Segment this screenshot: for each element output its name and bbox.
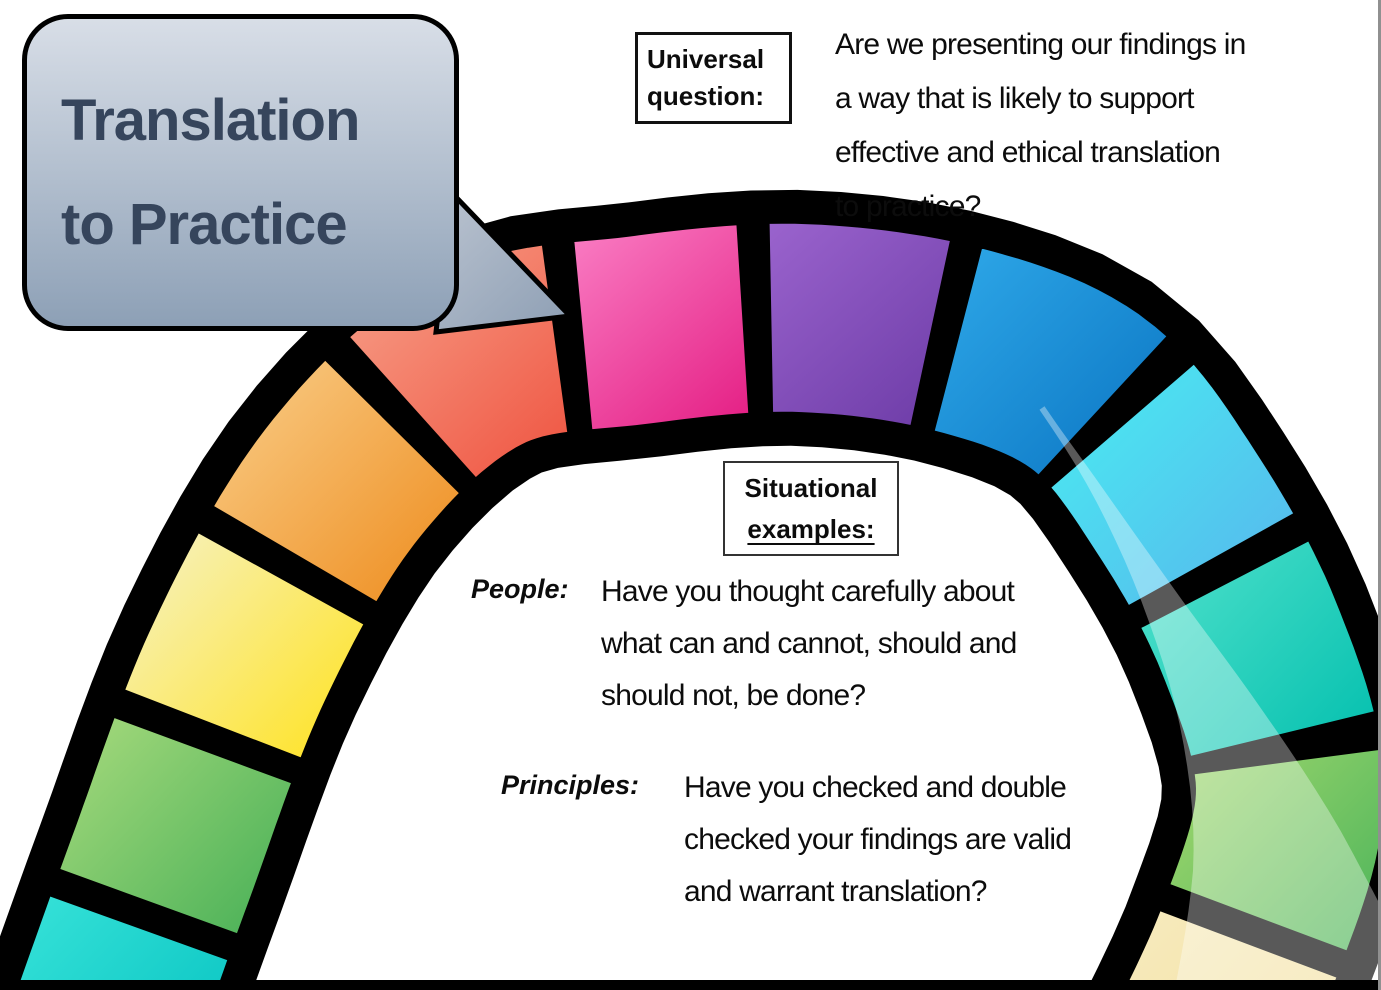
- people-text: Have you thought carefully about what ca…: [601, 566, 1017, 722]
- universal-question-text: Are we presenting our findings in a way …: [835, 18, 1246, 234]
- segment-green: [57, 715, 294, 936]
- principles-text-line3: and warrant translation?: [684, 875, 987, 908]
- people-text-line3: should not, be done?: [601, 679, 866, 712]
- people-text-line1: Have you thought carefully about: [601, 575, 1015, 608]
- situational-examples-label-box: Situational examples:: [723, 461, 899, 556]
- situational-examples-line2: examples:: [747, 514, 875, 544]
- principles-text-line1: Have you checked and double: [684, 771, 1067, 804]
- segment-yellow: [122, 530, 366, 760]
- slide-bottom-border: [0, 980, 1381, 990]
- segment-turquoise: [1138, 538, 1377, 759]
- universal-question-text-line3: effective and ethical translation: [835, 136, 1221, 169]
- segment-green2: [1167, 747, 1381, 953]
- slide-right-border: [1378, 0, 1381, 990]
- principles-text-line2: checked your findings are valid: [684, 823, 1072, 856]
- segment-orange: [211, 357, 462, 604]
- segment-blue: [932, 246, 1170, 478]
- speech-bubble-title-line2: to Practice: [61, 191, 348, 257]
- universal-question-text-line2: a way that is likely to support: [835, 82, 1195, 115]
- speech-bubble-title-line1: Translation: [61, 87, 360, 153]
- segment-teal: [15, 894, 230, 990]
- universal-question-label-line1: Universal: [647, 44, 765, 74]
- universal-question-label-box: Universal question:: [635, 32, 792, 124]
- universal-question-label-line2: question:: [647, 81, 764, 111]
- highlight-swoosh: [1039, 406, 1381, 990]
- segment-pink: [572, 223, 751, 432]
- principles-label: Principles:: [501, 770, 640, 800]
- situational-examples-line1: Situational: [744, 473, 878, 503]
- segment-lightblue: [1048, 361, 1296, 608]
- speech-bubble: Translation to Practice: [22, 14, 459, 331]
- people-label: People:: [471, 574, 569, 604]
- universal-question-text-line4: to practice?: [835, 190, 981, 223]
- segment-purple: [767, 221, 953, 428]
- people-text-line2: what can and cannot, should and: [601, 627, 1017, 660]
- universal-question-text-line1: Are we presenting our findings in: [835, 28, 1246, 61]
- segment-tan: [1122, 908, 1339, 990]
- principles-text: Have you checked and double checked your…: [684, 762, 1072, 918]
